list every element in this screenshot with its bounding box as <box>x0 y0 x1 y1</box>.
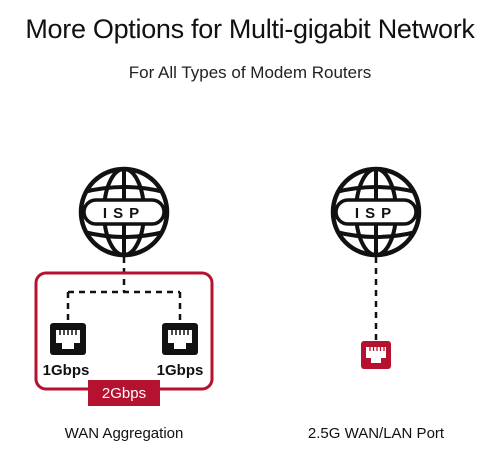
ethernet-port-icon-red <box>361 341 391 369</box>
aggregate-badge-label: 2Gbps <box>102 385 146 402</box>
right-caption: 2.5G WAN/LAN Port <box>307 425 445 442</box>
right-isp-label: ISP <box>355 205 397 222</box>
left-globe-icon: ISP <box>78 166 170 258</box>
left-caption: WAN Aggregation <box>64 425 184 442</box>
page-subtitle: For All Types of Modem Routers <box>128 63 372 82</box>
ethernet-port-icon-1 <box>50 323 86 355</box>
page-title: More Options for Multi-gigabit Network <box>25 14 475 44</box>
aggregate-badge <box>88 380 160 406</box>
right-globe-icon: ISP <box>330 166 422 258</box>
port1-speed-label: 1Gbps <box>43 362 90 379</box>
port2-speed-label: 1Gbps <box>157 362 204 379</box>
left-isp-label: ISP <box>103 205 145 222</box>
ethernet-port-icon-2 <box>162 323 198 355</box>
